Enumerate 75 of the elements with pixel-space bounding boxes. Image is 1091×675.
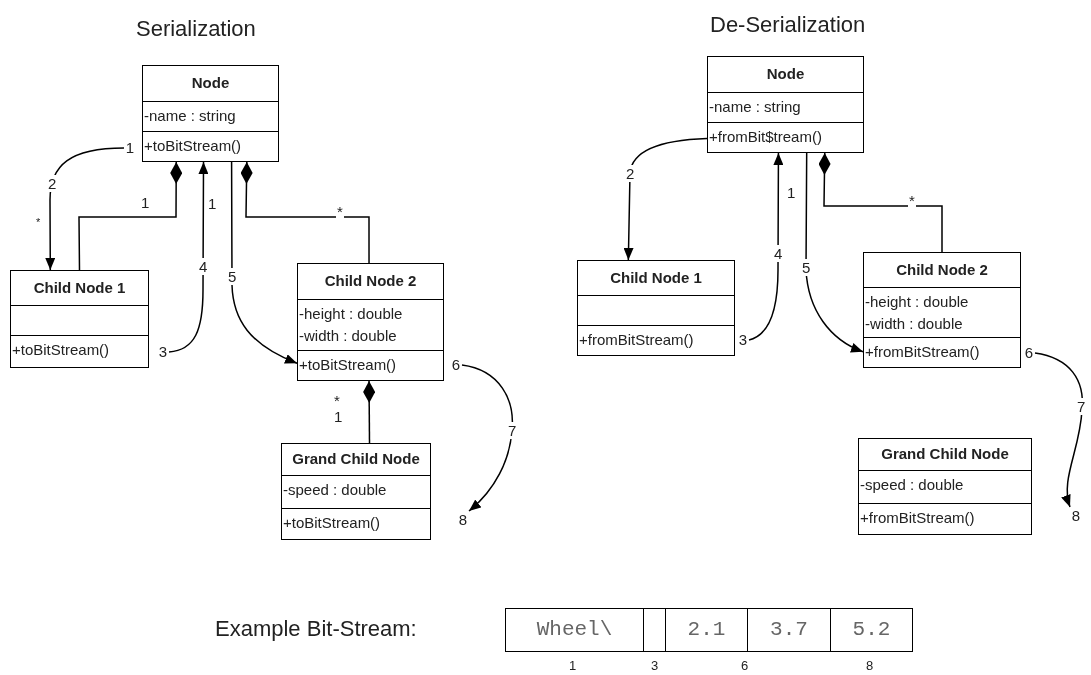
edge-label: 7 (507, 422, 518, 439)
edge-label: 4 (773, 245, 784, 262)
attribute-text: -height : double (865, 292, 970, 313)
bitstream-cell: 5.2 (830, 608, 913, 652)
index-number: 8 (866, 657, 874, 675)
attribute-text: -speed : double (283, 480, 388, 501)
arrow (805, 152, 864, 353)
bitstream-cell: 2.1 (665, 608, 748, 652)
arrow (168, 161, 209, 353)
attribute-text: -width : double (865, 314, 964, 335)
class-box (142, 65, 279, 162)
attribute-text: -name : string (144, 106, 237, 127)
class-box (863, 252, 1021, 368)
method-text: +fromBitStream() (579, 329, 695, 350)
multiplicity-label: * (36, 215, 41, 230)
composition-line (78, 161, 183, 271)
attribute-text: -speed : double (860, 475, 965, 496)
heading: De-Serialization (710, 11, 866, 39)
class-box (707, 56, 864, 153)
class-name: Grand Child Node (881, 444, 1009, 465)
method-text: +fromBitStream() (865, 342, 981, 363)
multiplicity-label: 1 (208, 194, 217, 214)
arrow (461, 364, 514, 512)
composition-line (818, 152, 943, 253)
step-number: 1 (124, 139, 136, 157)
attribute-text: -height : double (299, 304, 404, 325)
bitstream-cell: 3.7 (747, 608, 831, 652)
step-number: 3 (157, 343, 169, 361)
attribute-text: -name : string (709, 97, 802, 118)
class-box (10, 270, 149, 368)
class-name: Grand Child Node (292, 449, 420, 470)
edge-label: 5 (227, 268, 238, 285)
edge-label: 5 (801, 259, 812, 276)
heading: Serialization (136, 15, 256, 43)
edge-label: 2 (47, 175, 58, 192)
method-text: +fromBit$tream() (709, 126, 823, 147)
index-number: 6 (741, 657, 749, 675)
bitstream-cell (643, 608, 666, 652)
class-name: Child Node 2 (896, 259, 988, 280)
index-number: 3 (651, 657, 659, 675)
class-name: Child Node 2 (324, 271, 417, 292)
step-number: 3 (737, 331, 749, 349)
arrow (623, 137, 708, 261)
arrow (230, 161, 298, 365)
class-box (858, 438, 1032, 535)
arrow (748, 152, 784, 341)
composition-line (240, 161, 370, 264)
step-number: 6 (1023, 344, 1035, 362)
step-number: 8 (457, 511, 469, 529)
class-box (577, 260, 735, 356)
method-text: +fromBitStream() (860, 507, 976, 528)
stream-label: Example Bit-Stream: (215, 615, 417, 643)
multiplicity-label: 1 (787, 183, 796, 203)
class-name: Child Node 1 (33, 277, 126, 298)
class-name: Node (191, 73, 230, 94)
class-box (297, 263, 444, 381)
bitstream-cell: Wheel\ (505, 608, 644, 652)
method-text: +toBitStream() (283, 512, 382, 533)
class-name: Node (766, 64, 805, 85)
edge-label: 2 (625, 165, 636, 182)
arrow (45, 147, 125, 271)
edge-label: 7 (1076, 398, 1087, 415)
step-number: 8 (1070, 507, 1082, 525)
index-number: 1 (569, 657, 577, 675)
step-number: 6 (450, 356, 462, 374)
edge-label: 4 (198, 258, 209, 275)
method-text: +toBitStream() (144, 135, 243, 156)
class-box (281, 443, 431, 540)
multiplicity-label: 1 (334, 407, 343, 427)
class-name: Child Node 1 (610, 267, 702, 288)
method-text: +toBitStream() (12, 339, 111, 360)
method-text: +toBitStream() (299, 355, 398, 376)
composition-line (363, 380, 376, 444)
arrow (1034, 352, 1084, 508)
attribute-text: -width : double (299, 326, 398, 347)
